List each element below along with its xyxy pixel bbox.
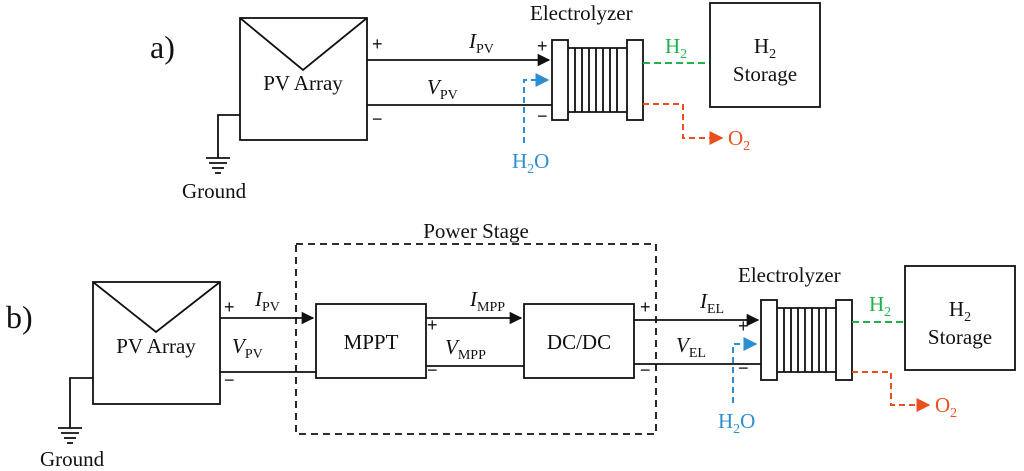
h2o-a-label: H2O (512, 149, 549, 177)
ground-a-label: Ground (182, 179, 247, 203)
pv-array-a: PV Array (239, 17, 368, 141)
electrolyzer-a (551, 39, 644, 121)
ground-a: Ground (182, 114, 247, 203)
el-minus-a: − (537, 106, 548, 126)
electrolyzer-a-label: Electrolyzer (530, 1, 633, 25)
mppt-label: MPPT (344, 330, 399, 354)
i-pv-b-label: IPV (254, 287, 280, 315)
storage-b-line2: Storage (928, 325, 992, 349)
o2-a-label: O2 (728, 126, 750, 154)
storage-a-line1: H2 (754, 34, 776, 62)
v-el-label: VEL (676, 333, 706, 361)
v-pv-a-label: VPV (427, 75, 458, 103)
pv-array-b: PV Array (92, 281, 221, 405)
pv-plus-a: + (372, 34, 383, 54)
mppt-plus: + (427, 315, 438, 335)
h2-b-label: H2 (869, 292, 891, 320)
panel-b-tag: b) (6, 299, 33, 335)
electrolyzer-b-label: Electrolyzer (738, 263, 841, 287)
mppt-minus: − (427, 360, 438, 380)
el-plus-b: + (738, 316, 749, 336)
v-pv-b-label: VPV (232, 334, 263, 362)
h2-storage-b: H2 Storage (904, 265, 1016, 371)
pv-array-a-label: PV Array (263, 71, 343, 95)
electrolyzer-a-cells (574, 48, 618, 112)
h2o-input-b (732, 337, 758, 403)
pv-array-b-label: PV Array (116, 334, 196, 358)
dcdc-block: DC/DC (523, 303, 635, 379)
dcdc-plus: + (640, 297, 651, 317)
storage-a-line2: Storage (733, 62, 797, 86)
electrolyzer-b (760, 299, 853, 381)
panel-b: b) PV Array + − Ground Power Stage IPV V… (6, 219, 1016, 471)
power-stage-label: Power Stage (423, 219, 529, 243)
dcdc-label: DC/DC (547, 330, 611, 354)
el-minus-b: − (738, 358, 749, 378)
mppt-block: MPPT (315, 303, 427, 379)
el-plus-a: + (537, 36, 548, 56)
ground-b-label: Ground (40, 447, 105, 471)
h2o-b-label: H2O (718, 409, 755, 437)
storage-b-line1: H2 (949, 297, 971, 325)
o2-output-b (852, 371, 931, 412)
v-mpp-label: VMPP (445, 335, 486, 363)
pv-plus-b: + (224, 297, 235, 317)
h2-a-label: H2 (665, 34, 687, 62)
pv-minus-b: − (224, 370, 235, 390)
power-stage-box (295, 243, 657, 435)
pv-minus-a: − (372, 109, 383, 129)
o2-b-label: O2 (935, 393, 957, 421)
i-pv-a-label: IPV (468, 29, 494, 57)
ground-b: Ground (40, 377, 105, 471)
electrolyzer-b-cells (783, 308, 827, 372)
dcdc-minus: − (640, 360, 651, 380)
o2-output-a (643, 103, 724, 145)
panel-a: a) PV Array + − Ground IPV VPV + − Elect… (150, 1, 821, 203)
i-mpp-label: IMPP (469, 287, 505, 315)
panel-a-tag: a) (150, 29, 175, 65)
h2-storage-a: H2 Storage (709, 2, 821, 108)
i-el-label: IEL (699, 289, 724, 317)
h2o-input-a (523, 73, 550, 143)
